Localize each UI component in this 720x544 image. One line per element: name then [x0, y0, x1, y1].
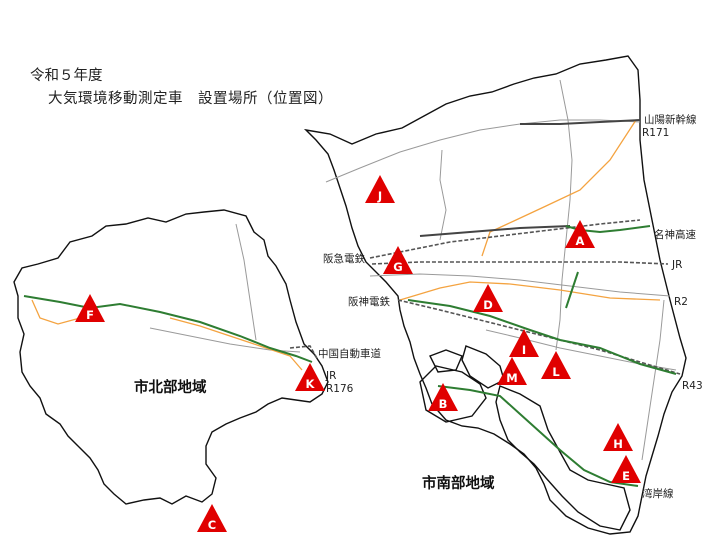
- marker-triangle: [509, 329, 539, 357]
- minor-roads: [149, 79, 677, 461]
- marker-triangle: [295, 363, 325, 391]
- marker-m: M: [497, 357, 527, 385]
- marker-c: C: [197, 504, 227, 532]
- north-region-boundary: [13, 209, 329, 505]
- marker-i: I: [509, 329, 539, 357]
- marker-a: A: [565, 220, 595, 248]
- marker-l: L: [541, 351, 571, 379]
- marker-label: K: [306, 377, 316, 391]
- marker-label: G: [393, 260, 402, 274]
- label-r2: R2: [674, 296, 688, 308]
- marker-k: K: [295, 363, 325, 391]
- marker-triangle: [541, 351, 571, 379]
- label-r176: R176: [326, 383, 354, 395]
- label-wangan: 湾岸線: [642, 488, 674, 500]
- label-chugoku: 中国自動車道: [318, 348, 381, 360]
- label-hankyu: 阪急電鉄: [323, 253, 365, 265]
- marker-label: C: [208, 518, 216, 532]
- marker-j: J: [365, 175, 395, 203]
- region-label-north: 市北部地域: [134, 380, 207, 396]
- label-jr-south: JR: [672, 259, 683, 271]
- label-hanshin: 阪神電鉄: [348, 296, 390, 308]
- national-roads: [31, 119, 661, 371]
- marker-triangle: [383, 246, 413, 274]
- label-sanyo-shinkansen: 山陽新幹線: [644, 114, 697, 126]
- marker-triangle: [75, 294, 105, 322]
- marker-g: G: [383, 246, 413, 274]
- label-meishin: 名神高速: [654, 229, 696, 241]
- marker-triangle: [497, 357, 527, 385]
- marker-label: E: [622, 469, 630, 483]
- marker-b: B: [428, 383, 458, 411]
- marker-f: F: [75, 294, 105, 322]
- marker-d: D: [473, 284, 503, 312]
- marker-label: H: [613, 437, 623, 451]
- marker-triangle: [473, 284, 503, 312]
- marker-triangle: [365, 175, 395, 203]
- shinkansen-line: [419, 119, 641, 237]
- marker-h: H: [603, 423, 633, 451]
- marker-triangle: [603, 423, 633, 451]
- map-title-year: 令和５年度: [30, 68, 103, 84]
- south-region-boundary: [303, 55, 687, 535]
- marker-triangle: [611, 455, 641, 483]
- label-jr-north: JR: [326, 370, 337, 382]
- marker-label: D: [483, 298, 493, 312]
- label-r171: R171: [642, 127, 670, 139]
- marker-triangle: [197, 504, 227, 532]
- marker-triangle: [565, 220, 595, 248]
- markers-layer: A B C D E F G H I J K L M: [75, 175, 641, 532]
- expressways: [23, 225, 677, 487]
- marker-label: L: [552, 365, 560, 379]
- region-label-south: 市南部地域: [422, 476, 495, 492]
- marker-label: B: [439, 397, 448, 411]
- railways: [289, 219, 681, 375]
- marker-e: E: [611, 455, 641, 483]
- map-title: 大気環境移動測定車 設置場所（位置図）: [48, 91, 333, 107]
- marker-label: M: [506, 371, 517, 385]
- marker-triangle: [428, 383, 458, 411]
- marker-label: F: [86, 308, 94, 322]
- marker-label: J: [377, 189, 382, 203]
- marker-label: A: [576, 234, 585, 248]
- marker-label: I: [522, 343, 526, 357]
- label-r43: R43: [682, 380, 703, 392]
